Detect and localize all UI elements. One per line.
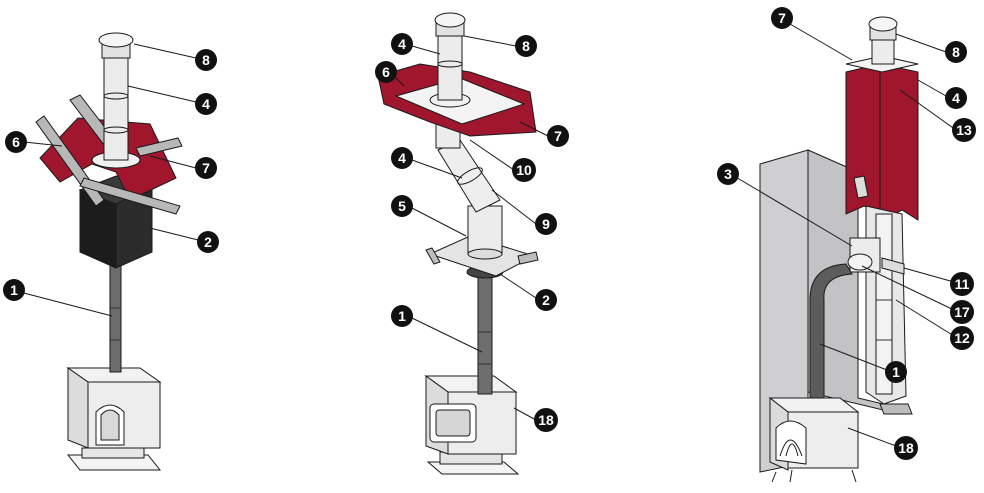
callout-c-7: 7 [771,7,793,29]
callout-label: 6 [12,134,20,150]
chase-c-side [879,63,919,221]
callout-c-11: 11 [950,272,974,296]
callout-c-4: 4 [945,87,967,109]
callout-label: 17 [954,304,970,320]
chimney-cap-b [434,12,466,28]
stove-a-front [67,367,89,449]
callout-c-17: 17 [950,300,974,324]
elbow-b [437,139,501,213]
callout-a-6: 6 [5,131,27,153]
chimney-cap-a [98,32,134,48]
chimney-pipe-c [871,37,895,65]
chimney-pipe-b [437,33,463,101]
callout-b-10: 10 [512,158,536,182]
stove-a-pedestal [81,447,145,459]
callout-label: 2 [204,234,212,250]
callout-b-9: 9 [535,213,557,235]
support-bracket-c [881,257,905,275]
callout-label: 1 [10,282,18,298]
callout-label: 8 [522,38,530,54]
stove-c-door-grille [779,439,803,457]
stove-c-door [775,420,807,465]
callout-label: 12 [954,330,970,346]
figure-c [759,16,919,483]
callout-c-3: 3 [717,163,739,185]
stove-b-pipe [477,275,493,395]
callout-label: 18 [898,440,914,456]
callout-b-5: 5 [391,195,413,217]
figure-b [377,12,539,475]
callout-label: 13 [956,122,972,138]
chimney-pipe-a [103,57,129,161]
rafter-a3 [135,137,183,157]
callout-a-7: 7 [195,157,217,179]
callout-label: 3 [724,166,732,182]
callout-b-4-lower: 4 [391,147,413,169]
callout-label: 11 [955,276,970,292]
stove-c-pipe [809,263,853,413]
callout-label: 8 [202,52,210,68]
callout-label: 18 [538,412,554,428]
leader-lines [19,23,957,447]
callout-label: 8 [952,44,960,60]
callout-label: 4 [398,36,406,52]
callout-label: 4 [952,90,960,106]
callout-b-7: 7 [547,125,569,147]
callout-label: 1 [398,308,406,324]
tee-c [847,253,873,271]
callout-a-2: 2 [197,231,219,253]
callout-b-4: 4 [391,33,413,55]
callout-a-8: 8 [195,49,217,71]
callout-c-12: 12 [950,326,974,350]
callouts: 8 4 6 7 2 1 4 8 6 7 10 4 5 9 2 1 18 7 8 … [3,7,976,460]
callout-a-1: 1 [3,279,25,301]
stove-b-door-window [435,409,471,437]
callout-label: 1 [892,364,900,380]
callout-label: 6 [382,64,390,80]
callout-label: 7 [778,10,786,26]
callout-label: 2 [542,292,550,308]
stove-a-door-window [100,409,120,441]
stove-a-pipe [109,261,122,373]
rafter-a4 [79,177,181,215]
callout-b-18: 18 [534,408,558,432]
chimney-pipe-b-lower [467,205,503,255]
callout-label: 5 [398,198,406,214]
callout-label: 10 [516,162,532,178]
callout-b-1: 1 [391,305,413,327]
callout-label: 4 [202,96,210,112]
callout-b-2: 2 [535,289,557,311]
callout-label: 7 [202,160,210,176]
callout-b-8: 8 [515,35,537,57]
chimney-cap-c [868,16,898,32]
callout-label: 7 [554,128,562,144]
callout-b-6: 6 [375,61,397,83]
callout-label: 9 [542,216,550,232]
callout-c-1: 1 [885,361,907,383]
figure-a [35,32,183,471]
callout-c-18: 18 [894,436,918,460]
callout-c-13: 13 [952,118,976,142]
callout-c-8: 8 [945,41,967,63]
callout-a-4: 4 [195,93,217,115]
callout-label: 4 [398,150,406,166]
